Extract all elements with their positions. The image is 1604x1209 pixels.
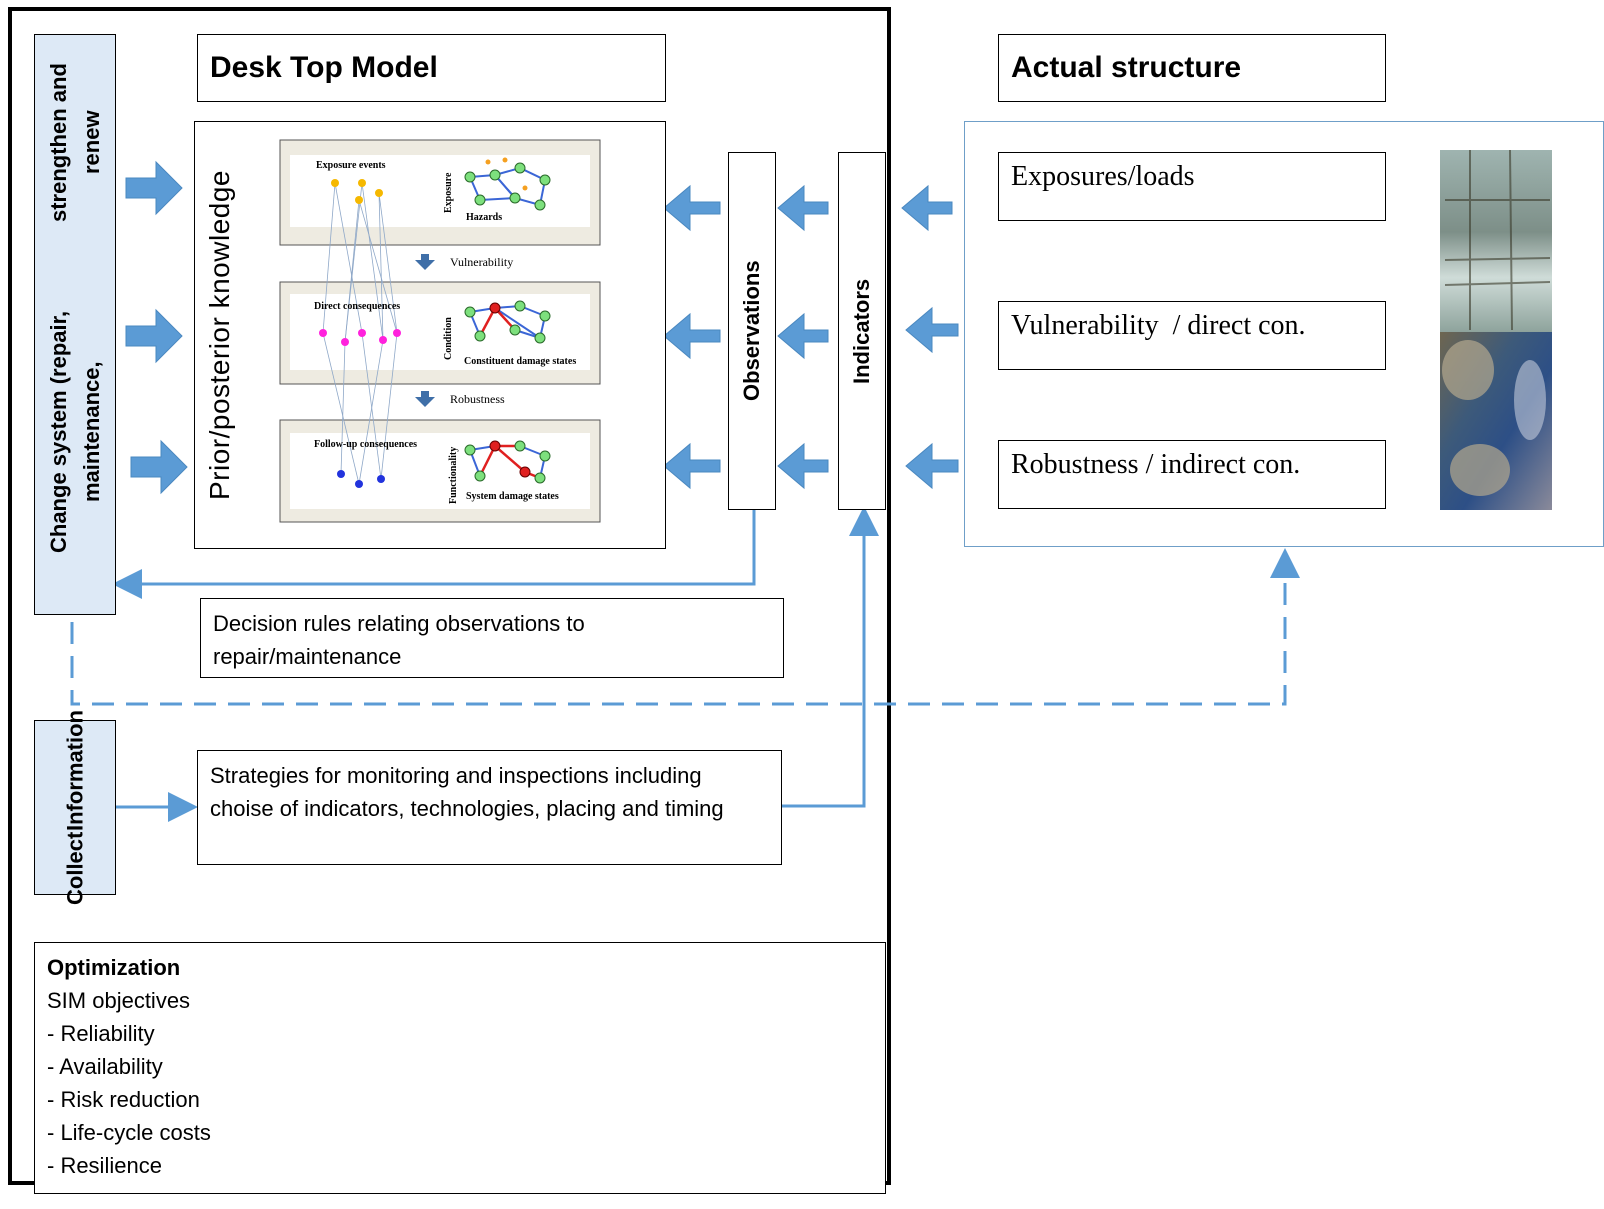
observations-label: Observations [739,260,764,402]
optimization-item: - Availability [47,1054,163,1079]
block-arrow-1 [125,160,183,216]
prior-posterior-box [194,121,666,549]
dashed-link-line [70,548,1300,706]
feedback-line [112,510,756,599]
block-arrow-act-3 [905,442,959,490]
optimization-box: Optimization SIM objectives - Reliabilit… [34,942,886,1194]
strategies-text: Strategies for monitoring and inspection… [210,763,724,821]
block-arrow-obs-2 [663,312,721,360]
collect-information-line1: Collect [62,831,88,905]
change-system-box: Change system (repair, maintenance, stre… [34,34,116,615]
strategy-to-indicators-line [782,506,879,808]
block-arrow-obs-3 [663,442,721,490]
desk-top-model-title-text: Desk Top Model [210,51,438,84]
optimization-subtitle: SIM objectives [47,988,191,1013]
block-arrow-act-2 [905,306,959,354]
change-system-line2: strengthen and renew [46,62,104,222]
optimization-item: - Reliability [47,1021,155,1046]
block-arrow-2 [125,308,183,364]
collect-information-box: Collect Information [34,710,116,905]
exposures-loads-text: Exposures/loads [1011,161,1195,192]
robustness-box: Robustness / indirect con. [998,440,1386,509]
actual-structure-title-text: Actual structure [1011,51,1242,84]
optimization-title: Optimization [47,955,181,980]
block-arrow-obs-1 [663,184,721,232]
prior-posterior-label: Prior/posterior knowledge [204,170,235,500]
decision-rules-text: Decision rules relating observations to … [213,611,585,669]
exposures-loads-box: Exposures/loads [998,152,1386,221]
collect-information-line2: Information [62,710,88,832]
optimization-item: - Life-cycle costs [47,1120,211,1145]
desk-top-model-title: Desk Top Model [197,34,666,102]
optimization-item: - Resilience [47,1153,162,1178]
block-arrow-3 [130,439,188,495]
block-arrow-ind-1 [777,184,829,232]
optimization-item: - Risk reduction [47,1087,200,1112]
block-arrow-ind-2 [777,312,829,360]
vulnerability-box: Vulnerability / direct con. [998,301,1386,370]
decision-rules-box: Decision rules relating observations to … [200,598,784,678]
block-arrow-ind-3 [777,442,829,490]
indicators-box: Indicators [838,152,886,510]
strategies-box: Strategies for monitoring and inspection… [197,750,782,865]
actual-structure-title: Actual structure [998,34,1386,102]
observations-box: Observations [728,152,776,510]
vulnerability-text: Vulnerability / direct con. [1011,310,1306,341]
indicators-label: Indicators [849,278,874,384]
block-arrow-act-1 [901,184,953,232]
robustness-text: Robustness / indirect con. [1011,449,1301,480]
change-system-line1: Change system (repair, maintenance, [46,310,104,553]
